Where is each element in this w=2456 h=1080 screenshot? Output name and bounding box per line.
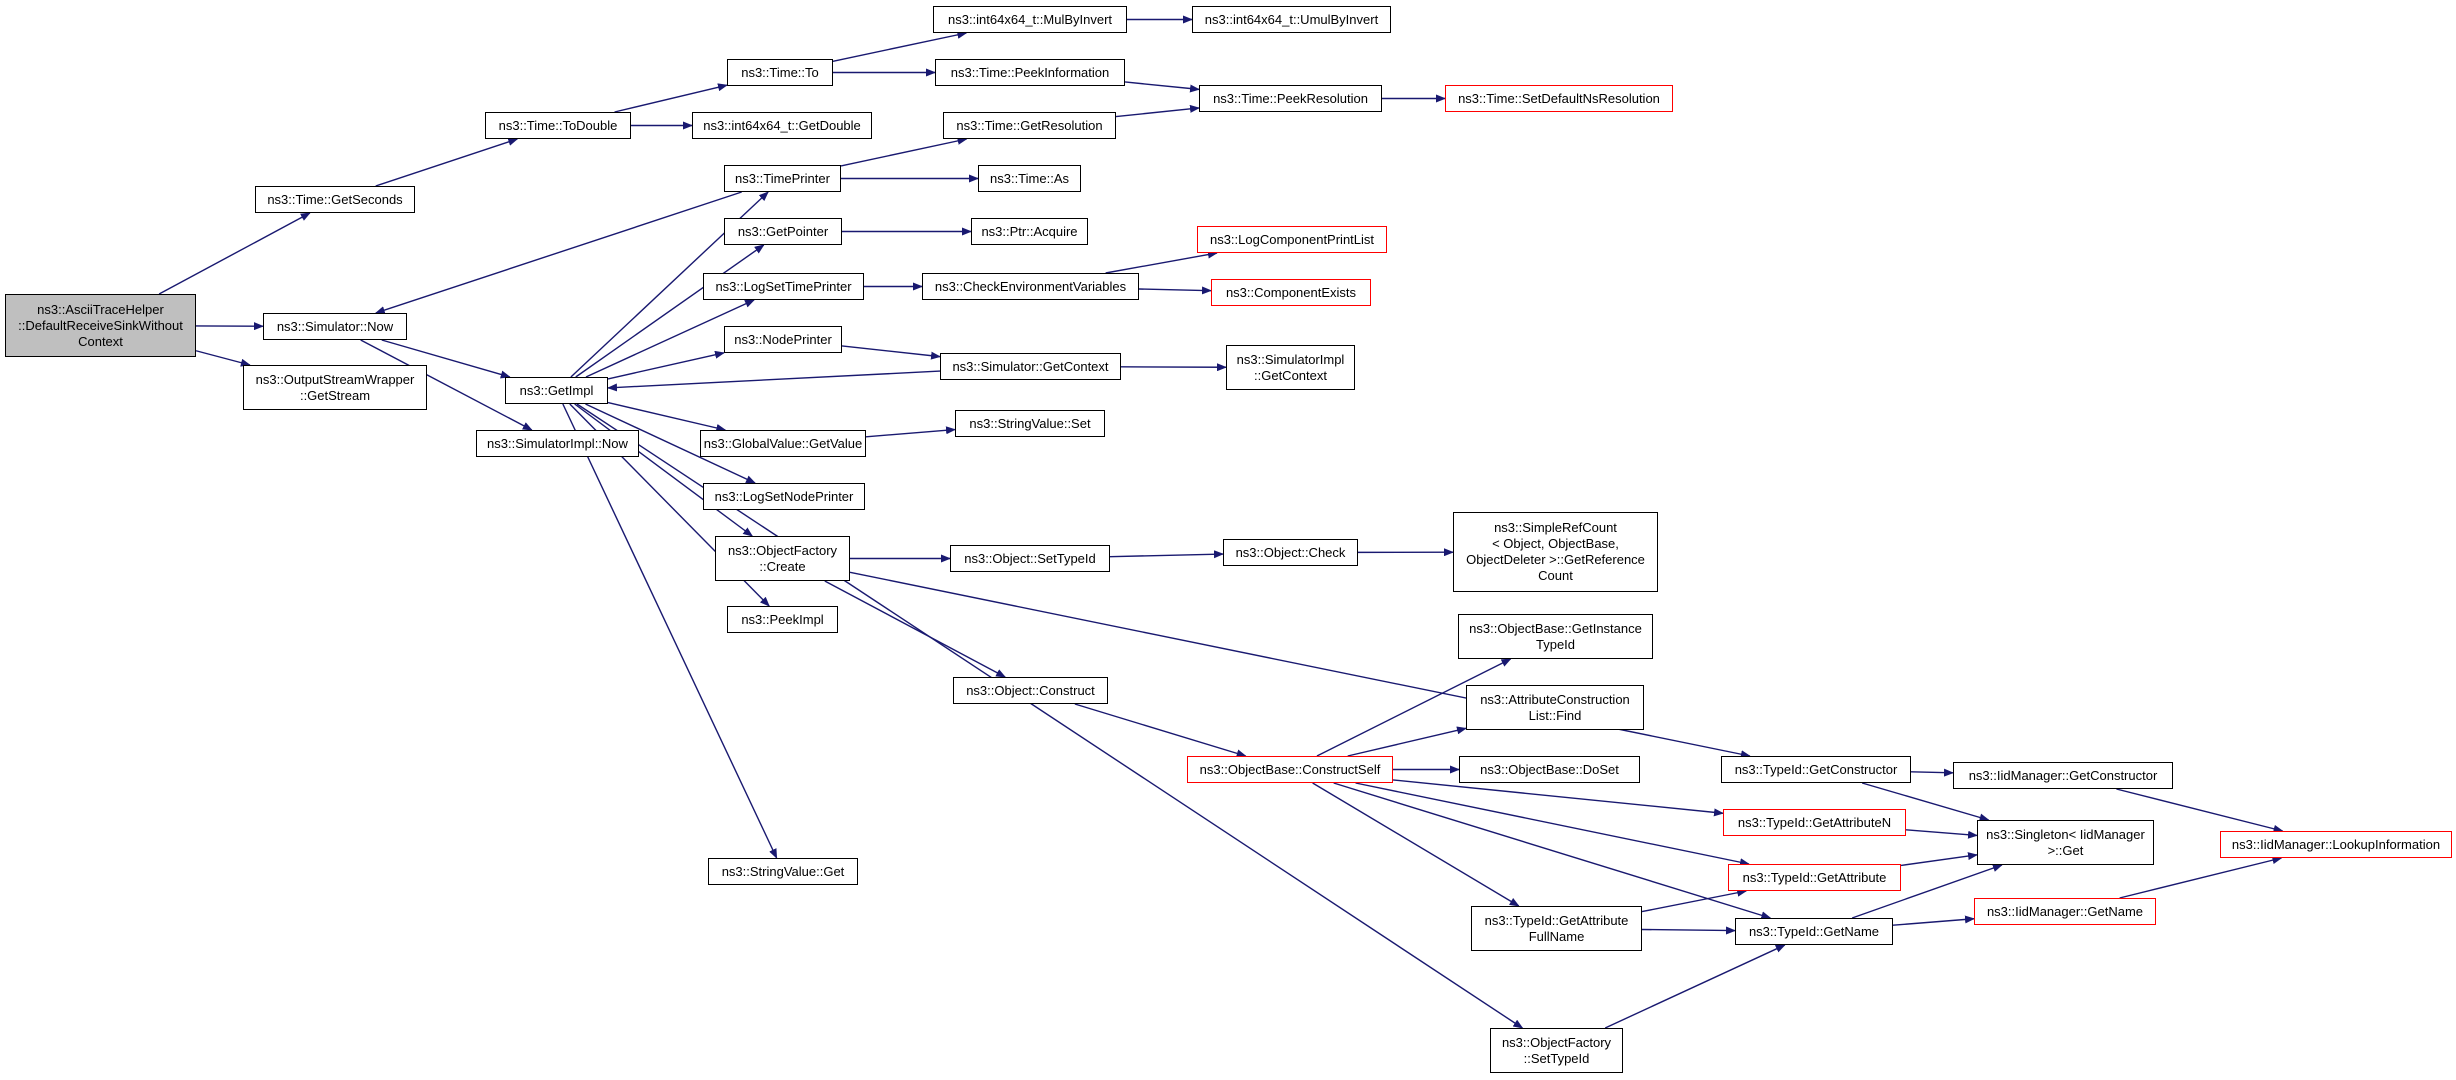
node-logsettimeprinter[interactable]: ns3::LogSetTimePrinter: [703, 273, 864, 300]
edge-objectbase_constructself-to-typeid_getattribute: [1355, 782, 1750, 867]
node-getimpl[interactable]: ns3::GetImpl: [505, 377, 608, 404]
node-int64-umulbyinvert[interactable]: ns3::int64x64_t::UmulByInvert: [1192, 6, 1391, 33]
edge-objectbase_constructself-to-attributeconstructionlist_find: [1347, 726, 1467, 757]
node-logcomponentprintlist[interactable]: ns3::LogComponentPrintList: [1197, 226, 1387, 253]
edge-typeid_getname-to-singleton_get: [1851, 864, 2003, 919]
node-simulatorimpl-now[interactable]: ns3::SimulatorImpl::Now: [476, 430, 639, 457]
node-objectfactory-settypeid[interactable]: ns3::ObjectFactory ::SetTypeId: [1490, 1028, 1623, 1073]
edge-objectbase_constructself-to-typeid_getname: [1333, 782, 1772, 920]
edge-simulator_now-to-simulatorimpl_now: [360, 339, 533, 431]
node-time-peekinformation[interactable]: ns3::Time::PeekInformation: [935, 59, 1125, 86]
node-getpointer[interactable]: ns3::GetPointer: [724, 218, 842, 245]
node-globalvalue-getvalue[interactable]: ns3::GlobalValue::GetValue: [700, 430, 866, 457]
node-time-todouble[interactable]: ns3::Time::ToDouble: [485, 112, 631, 139]
node-objectbase-getinstancetypeid[interactable]: ns3::ObjectBase::GetInstance TypeId: [1458, 614, 1653, 659]
node-outputstreamwrapper-getstream[interactable]: ns3::OutputStreamWrapper ::GetStream: [243, 365, 427, 410]
edge-getimpl-to-stringvalue_get: [562, 403, 778, 859]
node-object-settypeid[interactable]: ns3::Object::SetTypeId: [950, 545, 1110, 572]
node-iidmanager-lookupinformation[interactable]: ns3::IidManager::LookupInformation: [2220, 831, 2452, 858]
node-nodeprinter[interactable]: ns3::NodePrinter: [724, 326, 842, 353]
node-simulator-now[interactable]: ns3::Simulator::Now: [263, 313, 407, 340]
edge-nodeprinter-to-simulator_getcontext: [841, 345, 941, 360]
node-simulator-getcontext[interactable]: ns3::Simulator::GetContext: [940, 353, 1121, 380]
node-root[interactable]: ns3::AsciiTraceHelper ::DefaultReceiveSi…: [5, 294, 196, 357]
edge-objectbase_constructself-to-typeid_getattributen: [1392, 779, 1724, 817]
edge-objectbase_constructself-to-objectbase_getinstancetypeid: [1316, 658, 1512, 757]
edge-typeid_getattributefullname-to-typeid_getattribute: [1641, 888, 1748, 913]
edge-time_todouble-to-time_to: [614, 83, 728, 113]
node-typeid-getname[interactable]: ns3::TypeId::GetName: [1735, 918, 1893, 945]
node-typeid-getattribute[interactable]: ns3::TypeId::GetAttribute: [1728, 864, 1901, 891]
edge-simulator_now-to-getimpl: [381, 339, 511, 379]
edge-typeid_getconstructor-to-iidmanager_getconstructor: [1910, 768, 1954, 777]
edge-checkenvironmentvariables-to-componentexists: [1138, 286, 1212, 295]
edge-getimpl-to-objectfactory_create: [574, 403, 754, 537]
edge-typeid_getattributefullname-to-typeid_getname: [1641, 926, 1736, 935]
edge-time_getseconds-to-time_todouble: [375, 138, 519, 187]
edge-root-to-outputstreamwrapper_getstream: [195, 350, 251, 367]
node-object-construct[interactable]: ns3::Object::Construct: [953, 677, 1108, 704]
node-typeid-getattributen[interactable]: ns3::TypeId::GetAttributeN: [1723, 809, 1906, 836]
edge-getimpl-to-globalvalue_getvalue: [607, 401, 727, 432]
node-time-peekresolution[interactable]: ns3::Time::PeekResolution: [1199, 85, 1382, 112]
edge-time_peekinformation-to-time_peekresolution: [1124, 81, 1200, 93]
edge-time_getresolution-to-time_peekresolution: [1115, 104, 1200, 118]
edge-objectfactory_create-to-object_construct: [824, 580, 1007, 678]
node-simplerefcount-getreferencecount[interactable]: ns3::SimpleRefCount < Object, ObjectBase…: [1453, 512, 1658, 592]
edge-typeid_getattribute-to-singleton_get: [1900, 852, 1978, 867]
node-attributeconstructionlist-find[interactable]: ns3::AttributeConstruction List::Find: [1466, 685, 1644, 730]
edge-objectfactory_settypeid-to-typeid_getname: [1604, 944, 1786, 1029]
node-objectbase-doset[interactable]: ns3::ObjectBase::DoSet: [1459, 756, 1640, 783]
edge-typeid_getname-to-iidmanager_getname: [1892, 915, 1975, 926]
node-stringvalue-get[interactable]: ns3::StringValue::Get: [708, 858, 858, 885]
node-objectfactory-create[interactable]: ns3::ObjectFactory ::Create: [715, 536, 850, 581]
node-timeprinter[interactable]: ns3::TimePrinter: [724, 165, 841, 192]
node-simulatorimpl-getcontext[interactable]: ns3::SimulatorImpl ::GetContext: [1226, 345, 1355, 390]
edge-timeprinter-to-time_getresolution: [840, 136, 968, 167]
node-time-as[interactable]: ns3::Time::As: [978, 165, 1081, 192]
edge-getimpl-to-getpointer: [575, 244, 765, 378]
node-componentexists[interactable]: ns3::ComponentExists: [1211, 279, 1371, 306]
edge-typeid_getattributen-to-singleton_get: [1905, 829, 1978, 839]
edge-object_construct-to-objectbase_constructself: [1074, 703, 1247, 758]
node-peekimpl[interactable]: ns3::PeekImpl: [727, 606, 838, 633]
node-object-check[interactable]: ns3::Object::Check: [1223, 539, 1358, 566]
node-stringvalue-set[interactable]: ns3::StringValue::Set: [955, 410, 1105, 437]
node-typeid-getattributefullname[interactable]: ns3::TypeId::GetAttribute FullName: [1471, 906, 1642, 951]
node-iidmanager-getconstructor[interactable]: ns3::IidManager::GetConstructor: [1953, 762, 2173, 789]
node-time-setdefaultnsresolution[interactable]: ns3::Time::SetDefaultNsResolution: [1445, 85, 1673, 112]
edge-getimpl-to-nodeprinter: [607, 350, 725, 380]
edge-getimpl-to-logsetnodeprinter: [585, 403, 756, 484]
node-typeid-getconstructor[interactable]: ns3::TypeId::GetConstructor: [1721, 756, 1911, 783]
node-logsetnodeprinter[interactable]: ns3::LogSetNodePrinter: [703, 483, 865, 510]
edge-iidmanager_getconstructor-to-iidmanager_lookupinformation: [2116, 788, 2284, 833]
node-int64-mulbyinvert[interactable]: ns3::int64x64_t::MulByInvert: [933, 6, 1127, 33]
node-time-to[interactable]: ns3::Time::To: [727, 59, 833, 86]
edge-objectbase_constructself-to-typeid_getattributefullname: [1312, 782, 1520, 907]
edge-timeprinter-to-simulator_now: [374, 191, 742, 314]
node-time-getseconds[interactable]: ns3::Time::GetSeconds: [255, 186, 415, 213]
node-checkenvironmentvariables[interactable]: ns3::CheckEnvironmentVariables: [922, 273, 1139, 300]
edge-time_to-to-int64_mulbyinvert: [832, 30, 968, 62]
node-ptr-acquire[interactable]: ns3::Ptr::Acquire: [971, 218, 1088, 245]
edge-iidmanager_getname-to-iidmanager_lookupinformation: [2119, 856, 2283, 899]
edge-simulator_getcontext-to-getimpl: [607, 370, 941, 392]
node-singleton-get[interactable]: ns3::Singleton< IidManager >::Get: [1977, 820, 2154, 865]
edge-globalvalue_getvalue-to-stringvalue_set: [865, 426, 956, 438]
edge-getimpl-to-logsettimeprinter: [585, 299, 755, 378]
node-int64-getdouble[interactable]: ns3::int64x64_t::GetDouble: [692, 112, 872, 139]
edge-typeid_getconstructor-to-singleton_get: [1861, 782, 1990, 822]
edge-checkenvironmentvariables-to-logcomponentprintlist: [1105, 250, 1218, 274]
node-objectbase-constructself[interactable]: ns3::ObjectBase::ConstructSelf: [1187, 756, 1393, 783]
edge-root-to-time_getseconds: [158, 212, 311, 295]
edge-object_settypeid-to-object_check: [1109, 550, 1224, 559]
node-iidmanager-getname[interactable]: ns3::IidManager::GetName: [1974, 898, 2156, 925]
node-time-getresolution[interactable]: ns3::Time::GetResolution: [943, 112, 1116, 139]
